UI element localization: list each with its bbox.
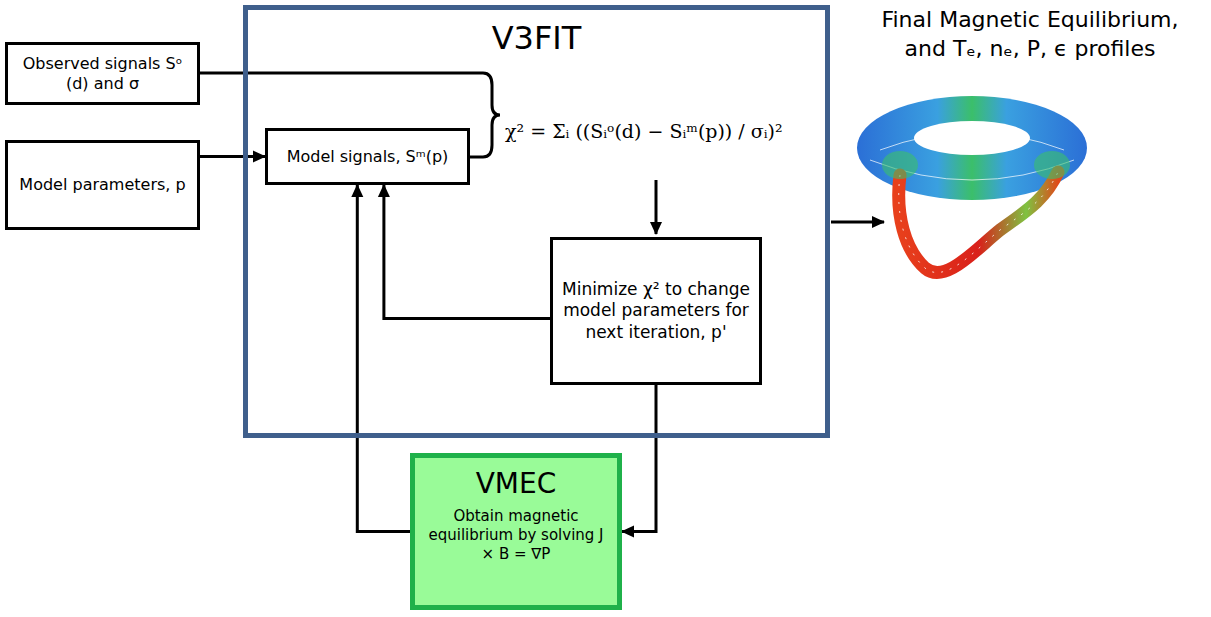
process-box: Model signals, Sᵐ(p): [265, 128, 470, 185]
formula-label: χ² = Σᵢ ((Sᵢᵒ(d) − Sᵢᵐ(p)) / σᵢ)²: [505, 120, 783, 142]
output-arrow: [831, 221, 884, 224]
input-box: Model parameters, p: [5, 140, 200, 230]
node-title: Observed signals Sᵒ (d) and σ: [16, 54, 189, 94]
flow-connector: [384, 185, 550, 318]
output-label: Final Magnetic Equilibrium, and Tₑ, nₑ, …: [862, 6, 1198, 63]
signal-line: [470, 156, 483, 159]
flow-connector: [357, 185, 410, 532]
torus-illustration: [857, 96, 1087, 273]
flow-connector: [200, 155, 265, 158]
node-text: Obtain magnetic equilibrium by solving J…: [423, 507, 609, 563]
node-title: VMEC: [476, 466, 557, 501]
system-frame: V3FIT Model signals, Sᵐ(p) Minimize χ² to …: [243, 5, 830, 438]
process-box: Minimize χ² to change model parameters f…: [550, 237, 762, 385]
node-title: Model signals, Sᵐ(p): [287, 147, 449, 167]
flow-connector: [622, 385, 656, 532]
flow-arrow: [655, 180, 658, 234]
solver-box: VMEC Obtain magnetic equilibrium by solvi…: [410, 453, 622, 610]
node-title: V3FIT: [248, 18, 825, 58]
brace: [483, 73, 500, 157]
node-title: Model parameters, p: [19, 175, 185, 195]
input-box: Observed signals Sᵒ (d) and σ: [5, 42, 200, 105]
node-title: Minimize χ² to change model parameters f…: [561, 279, 751, 343]
